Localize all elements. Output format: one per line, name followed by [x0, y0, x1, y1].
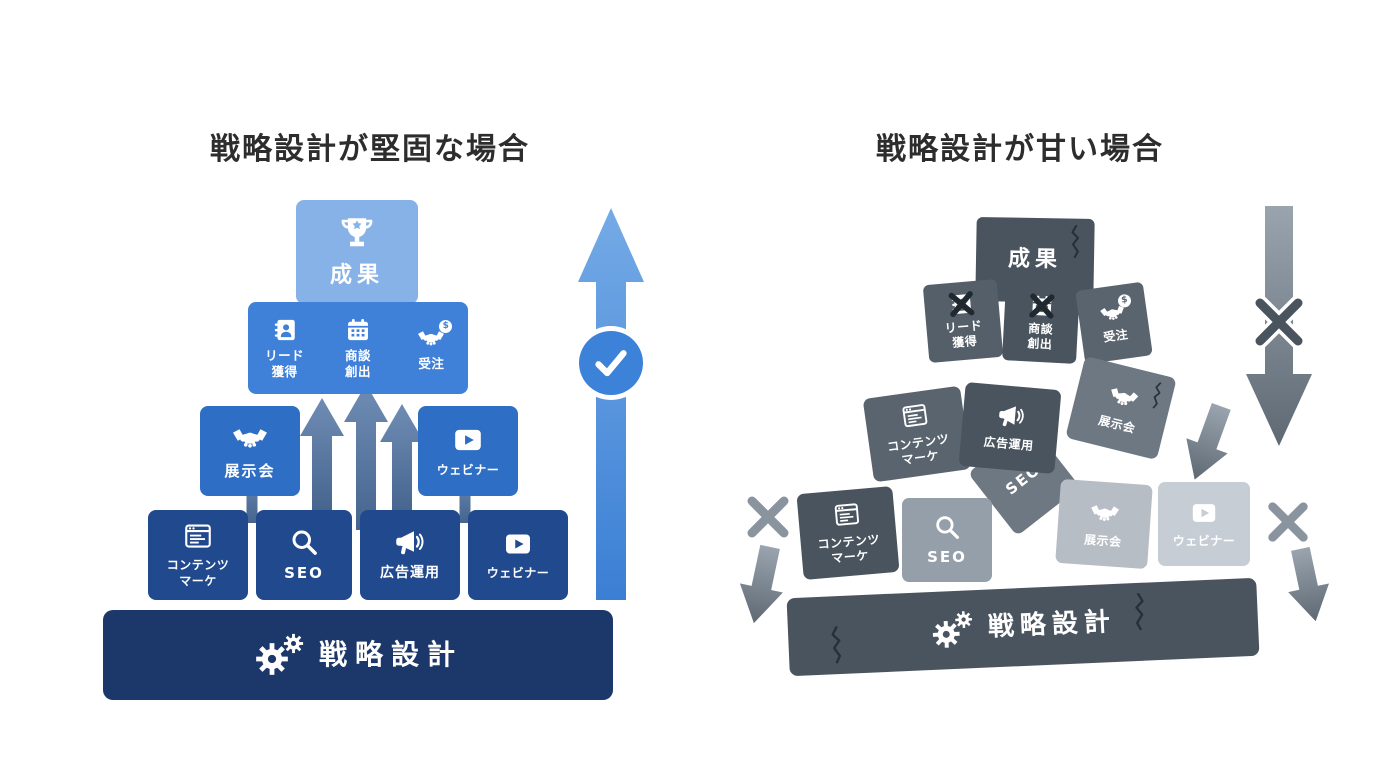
handshake-icon [233, 421, 267, 455]
search-icon [933, 513, 961, 541]
kpi-meeting-cracked: 商談 創出 [1002, 282, 1080, 364]
seo-box: SEO [256, 510, 352, 600]
kpi-meeting: 商談 創出 [321, 317, 394, 380]
seo-label: SEO [284, 563, 324, 582]
exhibition-label-fading: 展示会 [1083, 532, 1123, 550]
content-marketing-box-falling: コンテンツ マーケ [862, 385, 972, 483]
panel-title-weak: 戦略設計が甘い場合 [876, 132, 1164, 167]
foundation-label-cracked: 戦略設計 [987, 607, 1117, 643]
panel-title-solid: 戦略設計が堅固な場合 [210, 132, 530, 167]
content-marketing-label: コンテンツ マーケ [166, 558, 230, 588]
gear-small-icon [953, 609, 974, 630]
gears-icon [929, 609, 975, 651]
x-mark-left [747, 496, 789, 538]
cross-out-icon [944, 286, 979, 321]
growth-up-arrow [578, 208, 644, 600]
kpi-lead-cracked: リード 獲得 [922, 278, 1004, 364]
kpi-meeting-label-weak: 商談 創出 [1027, 320, 1054, 352]
kpi-lead-label-weak: リード 獲得 [944, 318, 983, 350]
ads-box-falling: 広告運用 [958, 381, 1062, 475]
exhibition-box-falling: 展示会 [1065, 355, 1177, 461]
seo-box-fading: SEO [902, 498, 992, 582]
webinar-box-mid: ウェビナー [418, 406, 518, 496]
calendar-icon [345, 317, 371, 343]
search-icon [289, 527, 319, 557]
result-label: 成果 [329, 263, 384, 289]
foundation-label-solid: 戦略設計 [318, 638, 463, 672]
falling-arrow-right-upper [1186, 402, 1231, 480]
panel-weak-strategy: 戦略設計が甘い場合 成果 リード 獲得 [688, 0, 1376, 768]
kpi-lead-label: リード 獲得 [265, 347, 305, 379]
crack-mark [1128, 585, 1148, 642]
cross-out-icon [1025, 289, 1059, 323]
strategy-foundation-solid: 戦略設計 [103, 610, 613, 700]
result-label-weak: 成果 [1007, 246, 1063, 273]
exhibition-label-falling: 展示会 [1097, 412, 1137, 436]
webinar-box-fading: ウェビナー [1158, 482, 1250, 566]
ads-label-falling: 広告運用 [983, 435, 1035, 454]
browser-icon [899, 400, 929, 430]
flow-up-arrow-right [380, 404, 424, 514]
address-book-icon [272, 317, 298, 343]
handshake-icon [1107, 380, 1141, 414]
video-icon [452, 424, 484, 456]
crack-mark [828, 620, 848, 673]
megaphone-icon [996, 402, 1025, 431]
content-marketing-label-fallen: コンテンツ マーケ [816, 531, 881, 566]
address-book-icon-crossed [948, 291, 974, 317]
handshake-dollar-icon: $ [418, 319, 453, 351]
gear-small-icon [282, 632, 305, 655]
webinar-mid-label: ウェビナー [436, 462, 500, 477]
strategy-foundation-cracked: 戦略設計 [786, 577, 1260, 677]
flow-up-arrow-left [300, 398, 344, 512]
content-marketing-box-fallen: コンテンツ マーケ [796, 485, 900, 581]
kpi-order-weak: $ 受注 [1075, 281, 1153, 365]
kpi-box: リード 獲得 商談 創出 $ 受注 [248, 302, 468, 394]
ads-box: 広告運用 [360, 510, 460, 600]
video-icon [503, 529, 533, 559]
content-marketing-box: コンテンツ マーケ [148, 510, 248, 600]
crack-mark [1147, 377, 1168, 415]
exhibition-box-fading: 展示会 [1055, 478, 1153, 570]
kpi-lead: リード 獲得 [248, 317, 321, 380]
handshake-dollar-icon: $ [1099, 293, 1132, 327]
flow-up-arrow-center [344, 384, 388, 530]
webinar-label-fading: ウェビナー [1172, 533, 1236, 548]
ads-label: 広告運用 [380, 564, 440, 581]
webinar-box-base: ウェビナー [468, 510, 568, 600]
check-icon [591, 343, 631, 383]
kpi-meeting-label: 商談 創出 [344, 347, 371, 379]
result-box: 成果 [296, 200, 418, 304]
kpi-order: $ 受注 [395, 319, 468, 372]
handshake-icon [1090, 498, 1120, 528]
kpi-order-label-weak: 受注 [1102, 327, 1130, 345]
calendar-icon-crossed [1029, 293, 1054, 318]
megaphone-icon [395, 528, 425, 558]
dollar-badge: $ [439, 319, 453, 333]
trophy-icon [336, 213, 378, 255]
content-marketing-label-falling: コンテンツ マーケ [886, 431, 951, 468]
falling-arrow-left [739, 544, 783, 624]
crack-mark [1068, 221, 1085, 265]
falling-arrow-right-lower [1288, 546, 1330, 622]
success-check-badge [579, 331, 643, 395]
exhibition-label: 展示会 [224, 461, 276, 480]
failure-x-icon [1252, 295, 1306, 349]
panel-solid-strategy: 戦略設計が堅固な場合 成果 リード 獲得 商談 創出 [103, 132, 644, 700]
webinar-base-label: ウェビナー [486, 565, 550, 580]
video-icon [1190, 499, 1218, 527]
x-mark-right [1268, 502, 1308, 542]
browser-icon [183, 521, 213, 551]
gears-icon [253, 632, 305, 678]
kpi-order-label: 受注 [418, 355, 445, 371]
seo-label-fading: SEO [927, 547, 967, 566]
browser-icon [832, 500, 861, 529]
exhibition-box: 展示会 [200, 406, 300, 496]
